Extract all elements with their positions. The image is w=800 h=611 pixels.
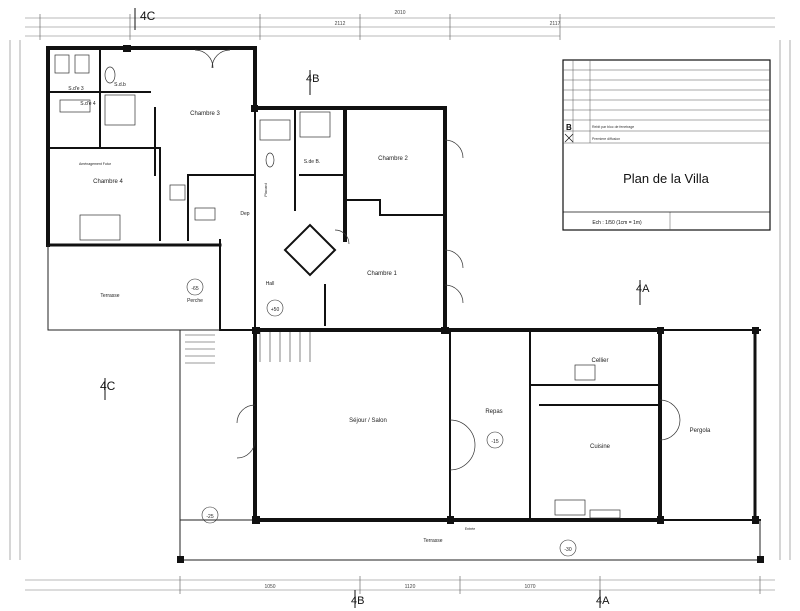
- room-terrasse-bottom: Terrasse: [423, 538, 442, 544]
- section-right-a: 4A: [636, 283, 650, 295]
- dim-bottom-seg1: 1050: [264, 584, 275, 590]
- room-labels: Chambre 3 Chambre 4 Chambre 2 Chambre 1 …: [68, 82, 711, 544]
- dim-overall-top: 2010: [394, 10, 405, 16]
- room-entree: Entrée: [465, 527, 475, 531]
- room-sejour: Séjour / Salon: [349, 418, 387, 424]
- dim-bottom-seg2: 1120: [405, 584, 416, 590]
- room-pergola: Pergola: [690, 428, 711, 434]
- section-bottom-b: 4B: [351, 595, 364, 607]
- room-chambre-4: Chambre 4: [93, 179, 123, 185]
- plan-title: Plan de la Villa: [623, 171, 710, 186]
- section-top-c: 4C: [140, 9, 156, 23]
- room-sdb-top: S.d.b: [114, 82, 126, 88]
- room-terrasse-left: Terrasse: [100, 293, 119, 299]
- dimension-ticks: [39, 14, 761, 594]
- level-hall: +50: [271, 307, 280, 313]
- section-mid-b: 4B: [306, 73, 319, 85]
- section-bottom-a: 4A: [596, 595, 610, 607]
- level-repas: -15: [491, 439, 498, 445]
- room-placard: Placard: [263, 183, 268, 197]
- pillars: [123, 45, 764, 563]
- level-left-terrace: -25: [206, 514, 213, 520]
- room-cellier: Cellier: [591, 358, 608, 364]
- room-chambre-1: Chambre 1: [367, 271, 397, 277]
- section-left-c: 4C: [100, 379, 116, 393]
- dim-top-seg2: 2117: [550, 21, 561, 27]
- dim-bottom-seg3: 1070: [524, 584, 535, 590]
- terrace-outlines: [47, 245, 761, 561]
- room-cuisine: Cuisine: [590, 444, 611, 450]
- room-repas: Repas: [485, 409, 502, 415]
- revision-b-code: B: [566, 123, 572, 132]
- level-perche: -65: [191, 286, 198, 292]
- walls: [46, 46, 761, 522]
- room-chambre-2: Chambre 2: [378, 156, 408, 162]
- room-sde-3: S.d'e 3: [68, 86, 84, 92]
- revision-b-text: Rebit par bloc de fenetrage: [592, 125, 634, 129]
- fixtures: [54, 54, 621, 519]
- plan-scale: Ech : 1/50 (1cm = 1m): [592, 220, 642, 226]
- room-hall: Hall: [266, 281, 275, 287]
- section-markers: [104, 8, 641, 608]
- room-sde-b: S.de B.: [304, 159, 320, 165]
- title-block: B Rebit par bloc de fenetrage Premiere d…: [562, 59, 771, 231]
- room-perche: Perche: [187, 298, 203, 304]
- dimension-lines: [9, 17, 791, 591]
- room-chambre-3: Chambre 3: [190, 111, 220, 117]
- dim-top-seg1: 2112: [335, 21, 346, 27]
- room-dep: Dep: [240, 211, 249, 217]
- level-terrasse: -30: [564, 547, 571, 553]
- door-swings: [194, 49, 681, 471]
- room-sde-4: S.d'e 4: [80, 101, 96, 107]
- room-rangement: Aménagement Futur: [79, 162, 112, 166]
- level-marks: -65 +50 -15 -30 -25: [186, 278, 577, 557]
- revision-c-text: Premiere diffusion: [592, 137, 620, 141]
- stairs: [185, 332, 311, 364]
